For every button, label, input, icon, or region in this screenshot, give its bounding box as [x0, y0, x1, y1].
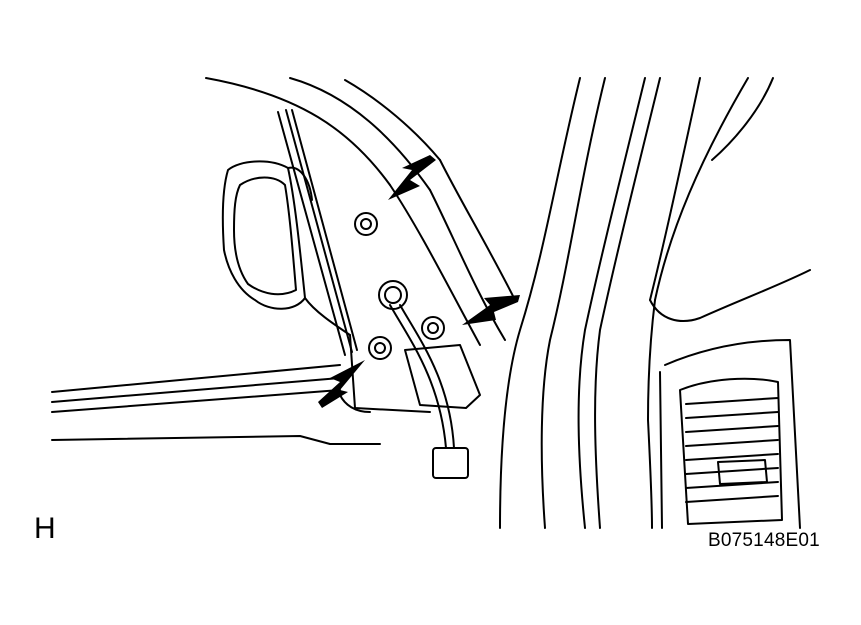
view-label: H: [34, 512, 56, 545]
air-vent: [680, 379, 782, 524]
mirror-base-plate: [340, 335, 430, 412]
bolt-lower: [369, 337, 391, 359]
arrow-lower: [318, 360, 365, 408]
dashboard: [648, 270, 810, 528]
mirror-head: [223, 161, 350, 335]
wire-harness: [379, 281, 480, 448]
arrow-right: [462, 295, 520, 325]
a-pillar: [500, 78, 773, 528]
window-seal: [278, 110, 357, 355]
bolt-upper: [355, 213, 377, 235]
figure-code: B075148E01: [708, 530, 820, 551]
arrow-upper: [388, 155, 436, 200]
door-frame: [206, 78, 515, 345]
bolt-right: [422, 317, 444, 339]
door-trim-lines: [52, 365, 380, 444]
connector: [433, 448, 468, 478]
